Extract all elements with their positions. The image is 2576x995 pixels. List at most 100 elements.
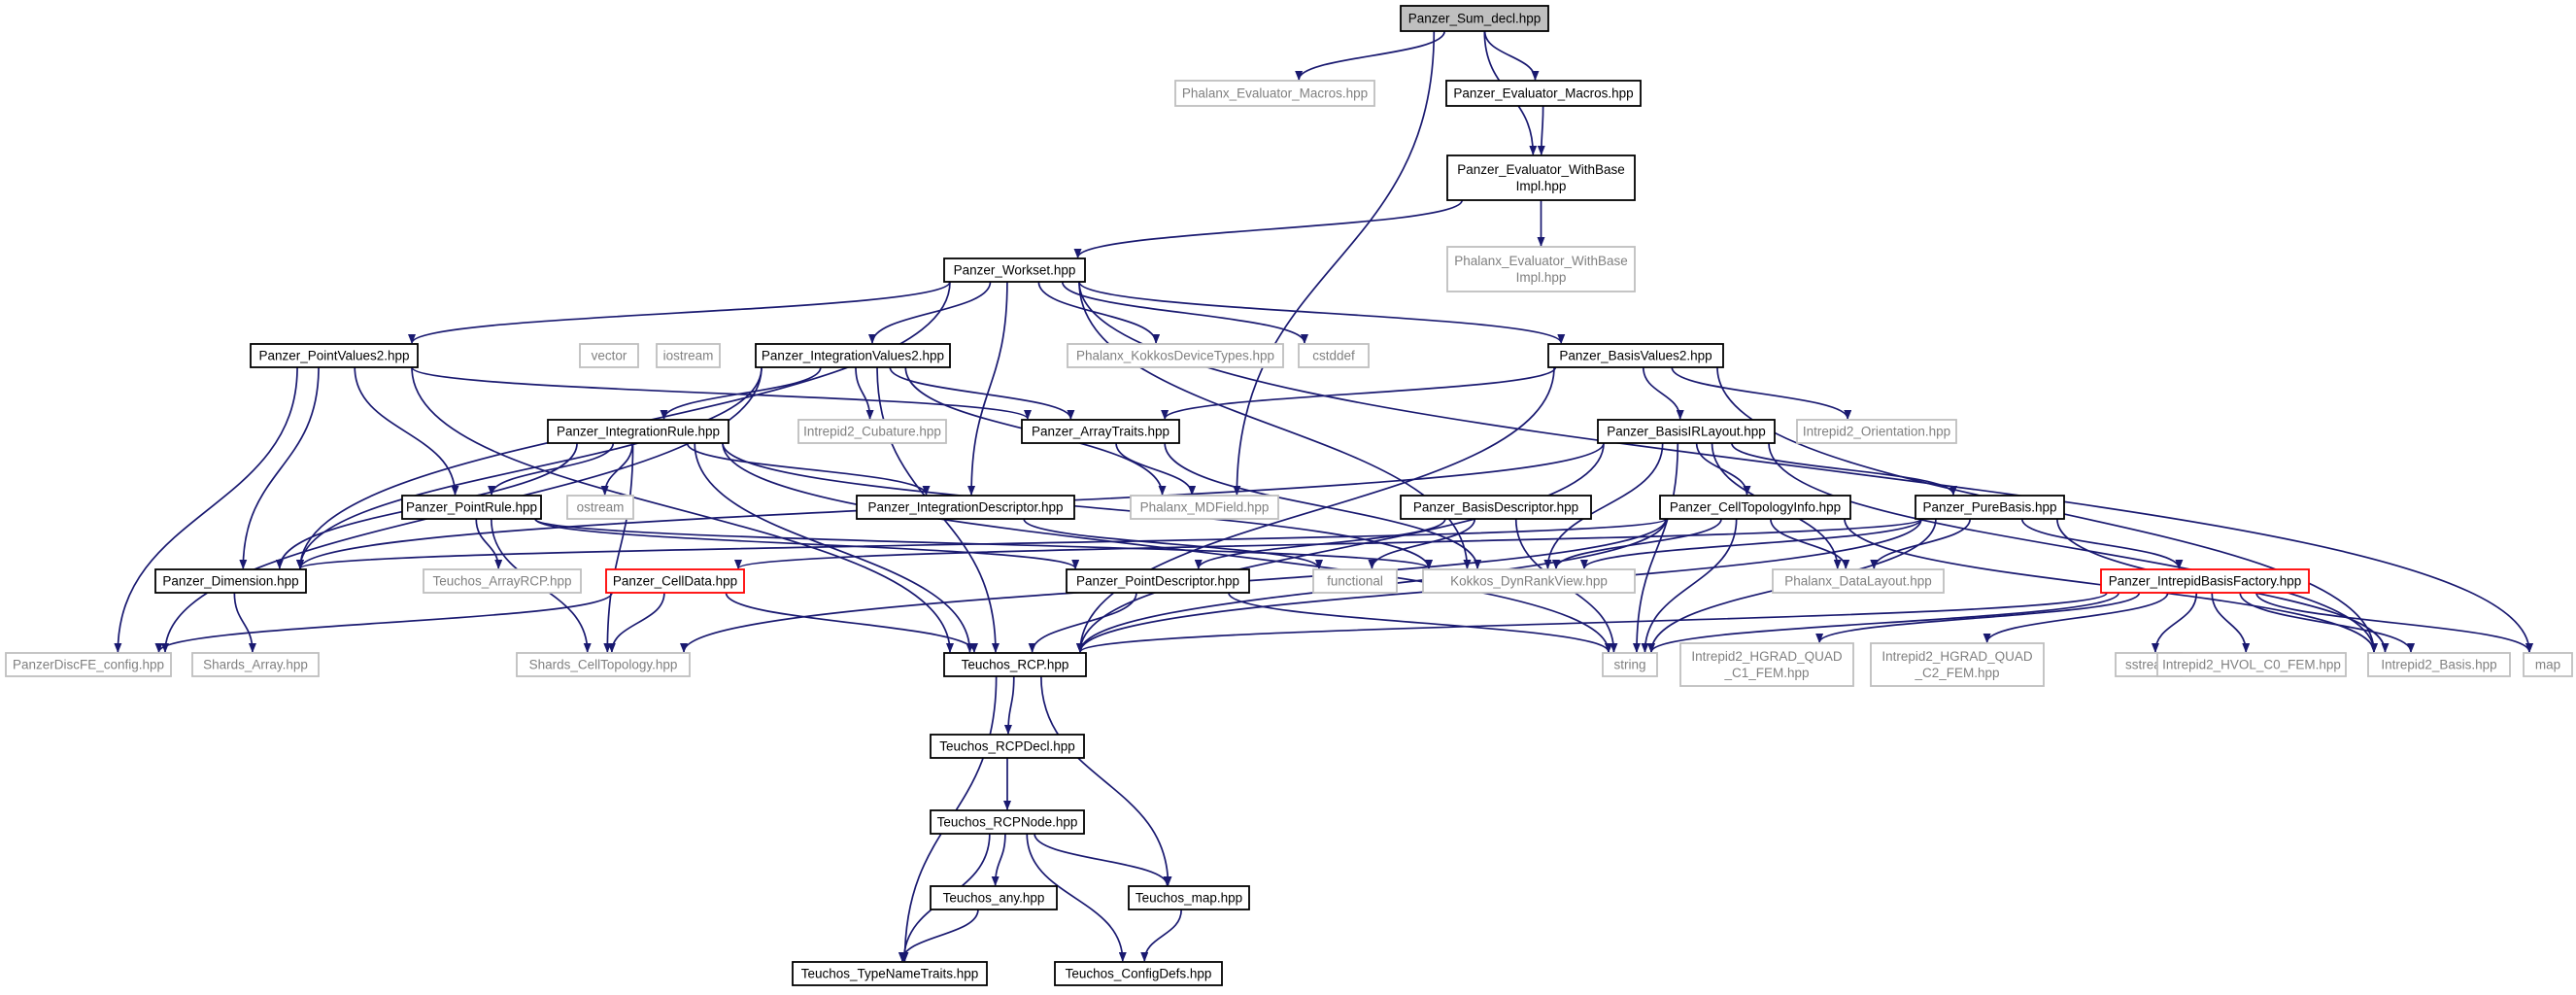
node-box <box>930 885 1058 910</box>
node-basisvalues2[interactable]: Panzer_BasisValues2.hpp <box>1547 343 1724 368</box>
node-intdescriptor[interactable]: Panzer_IntegrationDescriptor.hpp <box>856 495 1075 520</box>
edge-basisirlayout-to-teuchos_rcp <box>1076 442 1605 653</box>
edge-purebasis-to-datalayout <box>1870 518 1972 569</box>
edge-intvalues2-to-intrepid_cubature <box>855 366 874 420</box>
node-intrepidbasisfactory[interactable]: Panzer_IntrepidBasisFactory.hpp <box>2100 568 2310 594</box>
node-hgrad-c2: Intrepid2_HGRAD_QUAD_C2_FEM.hpp <box>1870 642 2045 687</box>
node-typenametraits[interactable]: Teuchos_TypeNameTraits.hpp <box>792 961 988 986</box>
node-teuchos-any[interactable]: Teuchos_any.hpp <box>930 885 1058 910</box>
node-box <box>856 495 1075 520</box>
node-box <box>579 343 639 368</box>
edge-pointdescriptor-to-teuchos_rcp <box>1028 592 1137 653</box>
node-teuchos-map[interactable]: Teuchos_map.hpp <box>1128 885 1250 910</box>
edge-pointdescriptor-to-string <box>1228 592 1612 653</box>
node-kokkosdevtypes: Phalanx_KokkosDeviceTypes.hpp <box>1067 343 1284 368</box>
edge-intrepidbasisfactory-to-hgrad_c1 <box>1815 592 2141 643</box>
node-discfe-config: PanzerDiscFE_config.hpp <box>5 652 172 677</box>
node-label: _C1_FEM.hpp <box>1723 666 1809 680</box>
edge-arraytraits-to-dynrankview <box>1164 442 1482 569</box>
node-box <box>605 568 745 594</box>
node-label: Panzer_Workset.hpp <box>954 263 1076 278</box>
node-label: Teuchos_RCPDecl.hpp <box>939 739 1075 754</box>
edge-intvalues2-to-introrule <box>660 366 822 420</box>
edge-introrule-to-intdescriptor <box>686 442 931 496</box>
node-intvalues2[interactable]: Panzer_IntegrationValues2.hpp <box>755 343 951 368</box>
node-label: Panzer_IntegrationDescriptor.hpp <box>867 500 1063 515</box>
node-box <box>1796 419 1957 444</box>
edge-pz_eval_macros-to-pz_eval_withbase <box>1537 105 1545 155</box>
node-celldata[interactable]: Panzer_CellData.hpp <box>605 568 745 594</box>
node-label: Panzer_Sum_decl.hpp <box>1408 12 1542 26</box>
node-box <box>1054 961 1223 986</box>
node-datalayout: Phalanx_DataLayout.hpp <box>1772 568 1945 594</box>
edge-intrepidbasisfactory-to-hvol_c0 <box>2211 592 2251 653</box>
node-rcpnode[interactable]: Teuchos_RCPNode.hpp <box>930 809 1085 835</box>
node-box <box>930 809 1085 835</box>
edge-intrepidbasisfactory-to-hgrad_c2 <box>1983 592 2169 643</box>
edge-basisirlayout-to-string <box>1632 442 1679 653</box>
node-label: Teuchos_RCPNode.hpp <box>937 815 1078 830</box>
edge-introrule-to-ostream <box>600 442 633 496</box>
edge-pz_eval_withbase-to-workset <box>1073 199 1464 258</box>
node-box <box>1312 568 1398 594</box>
node-label: Intrepid2_HGRAD_QUAD <box>1691 649 1843 664</box>
node-label: Panzer_Evaluator_WithBase <box>1457 162 1625 177</box>
node-basisdescriptor[interactable]: Panzer_BasisDescriptor.hpp <box>1400 495 1592 520</box>
node-dimension[interactable]: Panzer_Dimension.hpp <box>154 568 307 594</box>
node-purebasis[interactable]: Panzer_PureBasis.hpp <box>1915 495 2065 520</box>
node-label: Panzer_ArrayTraits.hpp <box>1032 425 1169 439</box>
node-sum-decl[interactable]: Panzer_Sum_decl.hpp <box>1400 5 1549 32</box>
edge-basisvalues2-to-arraytraits <box>1161 366 1557 420</box>
node-dynrankview: Kokkos_DynRankView.hpp <box>1422 568 1636 594</box>
node-box <box>2523 652 2573 677</box>
node-pointrule[interactable]: Panzer_PointRule.hpp <box>401 495 542 520</box>
node-box <box>943 257 1086 283</box>
node-box <box>423 568 582 594</box>
edge-celldata-to-shards_celltopo <box>607 592 665 653</box>
node-introrule[interactable]: Panzer_IntegrationRule.hpp <box>547 419 729 444</box>
edge-intrepidbasisfactory-to-teuchos_rcp <box>1076 592 2108 653</box>
node-workset[interactable]: Panzer_Workset.hpp <box>943 257 1086 283</box>
node-configdefs[interactable]: Teuchos_ConfigDefs.hpp <box>1054 961 1223 986</box>
node-intrepid-basis: Intrepid2_Basis.hpp <box>2367 652 2511 677</box>
node-pointdescriptor[interactable]: Panzer_PointDescriptor.hpp <box>1066 568 1250 594</box>
node-basisirlayout[interactable]: Panzer_BasisIRLayout.hpp <box>1597 419 1776 444</box>
node-label: Phalanx_MDField.hpp <box>1140 500 1270 515</box>
node-box <box>516 652 691 677</box>
node-shards-celltopo: Shards_CellTopology.hpp <box>516 652 691 677</box>
node-box <box>566 495 634 520</box>
edge-sum_decl-to-mdfield <box>1233 30 1436 496</box>
node-teuchos-rcp[interactable]: Teuchos_RCP.hpp <box>943 652 1087 677</box>
edge-introrule-to-pointrule <box>488 442 615 496</box>
node-label: Phalanx_Evaluator_Macros.hpp <box>1182 86 1368 101</box>
node-mdfield: Phalanx_MDField.hpp <box>1130 495 1279 520</box>
node-rcpdecl[interactable]: Teuchos_RCPDecl.hpp <box>930 734 1085 759</box>
node-celltopoinfo[interactable]: Panzer_CellTopologyInfo.hpp <box>1659 495 1851 520</box>
edge-sum_decl-to-pz_eval_macros <box>1483 30 1540 81</box>
node-label: _C2_FEM.hpp <box>1914 666 1999 680</box>
node-box <box>755 343 951 368</box>
edge-teuchos_map-to-configdefs <box>1140 909 1183 962</box>
edge-pointrule-to-teuchos_arrayrcp <box>475 518 503 569</box>
node-label: Panzer_CellData.hpp <box>613 574 737 589</box>
node-box <box>797 419 947 444</box>
node-functional: functional <box>1312 568 1398 594</box>
edge-intrepidbasisfactory-to-sstream <box>2151 592 2198 653</box>
edge-pointrule-to-pointdescriptor <box>534 518 1080 569</box>
edge-rcpnode-to-teuchos_map <box>1034 833 1171 886</box>
node-arraytraits[interactable]: Panzer_ArrayTraits.hpp <box>1021 419 1180 444</box>
node-box <box>1602 652 1658 677</box>
node-pointvalues2[interactable]: Panzer_PointValues2.hpp <box>250 343 419 368</box>
node-label: Impl.hpp <box>1516 270 1567 285</box>
node-hgrad-c1: Intrepid2_HGRAD_QUAD _C1_FEM.hpp <box>1679 642 1854 687</box>
node-label: Panzer_PureBasis.hpp <box>1922 500 2056 515</box>
edge-sum_decl-to-phx_eval_macros <box>1295 30 1446 81</box>
edge-basisirlayout-to-intrepid_basis <box>1768 442 2378 653</box>
node-label: Teuchos_any.hpp <box>943 891 1045 906</box>
node-box <box>1870 642 2045 687</box>
node-box <box>2367 652 2511 677</box>
node-pz-eval-macros[interactable]: Panzer_Evaluator_Macros.hpp <box>1445 80 1642 107</box>
